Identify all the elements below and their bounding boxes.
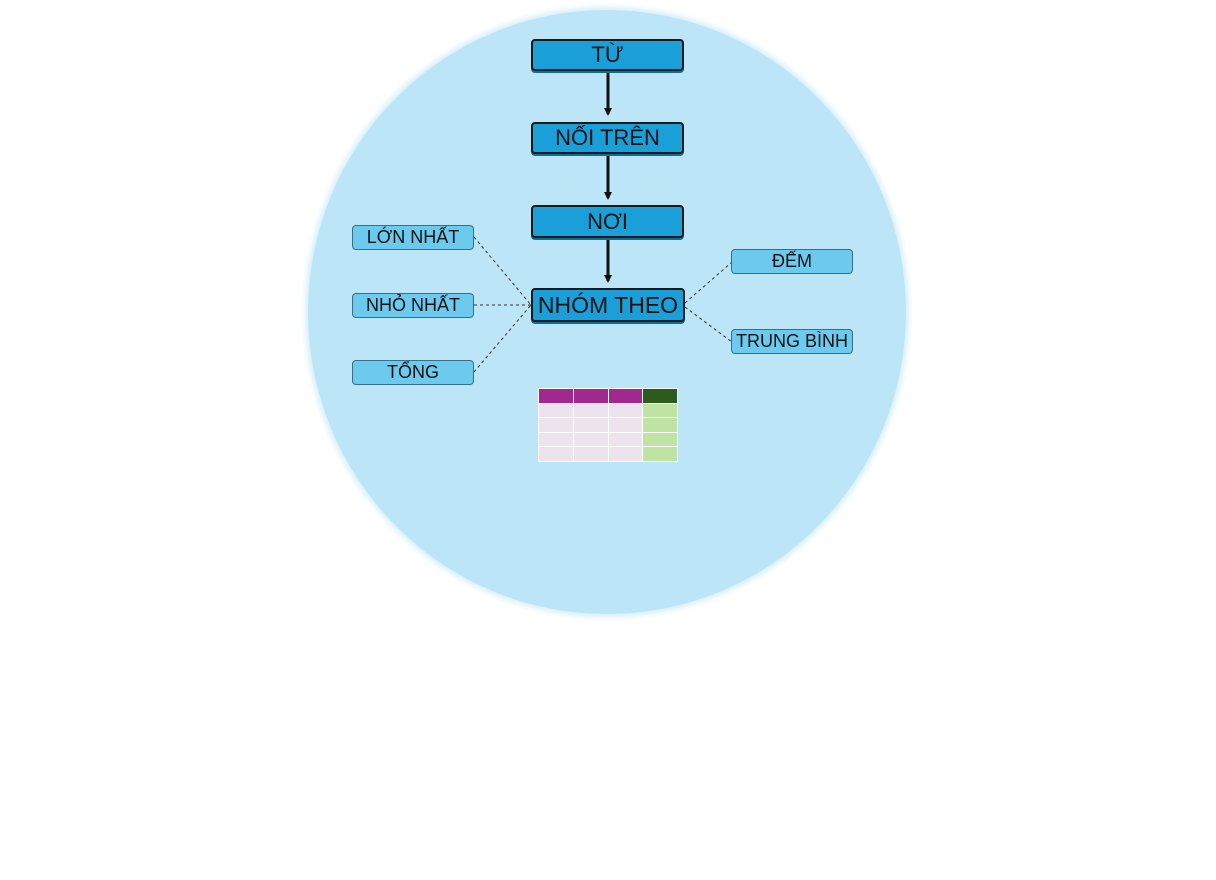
node-noi: NƠI xyxy=(531,205,684,238)
table-icon-header-cell xyxy=(608,389,643,403)
node-dem-label: ĐẾM xyxy=(772,251,812,271)
table-icon-cell xyxy=(643,403,677,418)
node-nho-nhat: NHỎ NHẤT xyxy=(352,293,474,318)
node-trung-binh: TRUNG BÌNH xyxy=(731,329,853,354)
node-noi-tren-label: NỐI TRÊN xyxy=(555,125,660,150)
table-icon-cell xyxy=(608,418,643,432)
node-trung-binh-label: TRUNG BÌNH xyxy=(736,331,848,351)
node-lon-nhat-label: LỚN NHẤT xyxy=(366,227,460,247)
node-nhom-theo-label: NHÓM THEO xyxy=(537,291,679,318)
table-icon xyxy=(538,388,678,462)
table-icon-cell xyxy=(573,403,608,418)
node-nhom-theo: NHÓM THEO xyxy=(531,288,685,322)
node-tu: TỪ xyxy=(531,39,684,71)
table-icon-cell xyxy=(539,447,573,461)
table-icon-header-cell xyxy=(573,389,608,403)
table-icon-cell xyxy=(643,418,677,432)
table-icon-header-cell xyxy=(539,389,573,403)
node-dem: ĐẾM xyxy=(731,249,853,274)
table-icon-cell xyxy=(608,403,643,418)
table-icon-header-cell xyxy=(643,389,677,403)
table-icon-cell xyxy=(573,432,608,447)
table-icon-cell xyxy=(643,432,677,447)
node-tong-label: TỔNG xyxy=(387,362,439,382)
table-icon-cell xyxy=(539,403,573,418)
node-noi-tren: NỐI TRÊN xyxy=(531,122,684,154)
table-icon-cell xyxy=(539,432,573,447)
table-icon-cell xyxy=(573,418,608,432)
table-icon-cell xyxy=(643,447,677,461)
node-lon-nhat: LỚN NHẤT xyxy=(352,225,474,250)
table-icon-cell xyxy=(608,447,643,461)
table-icon-cell xyxy=(608,432,643,447)
node-tu-label: TỪ xyxy=(591,42,624,67)
table-icon-cell xyxy=(573,447,608,461)
node-tong: TỔNG xyxy=(352,360,474,385)
node-nho-nhat-label: NHỎ NHẤT xyxy=(366,295,460,315)
node-noi-label: NƠI xyxy=(587,208,628,234)
table-icon-cell xyxy=(539,418,573,432)
